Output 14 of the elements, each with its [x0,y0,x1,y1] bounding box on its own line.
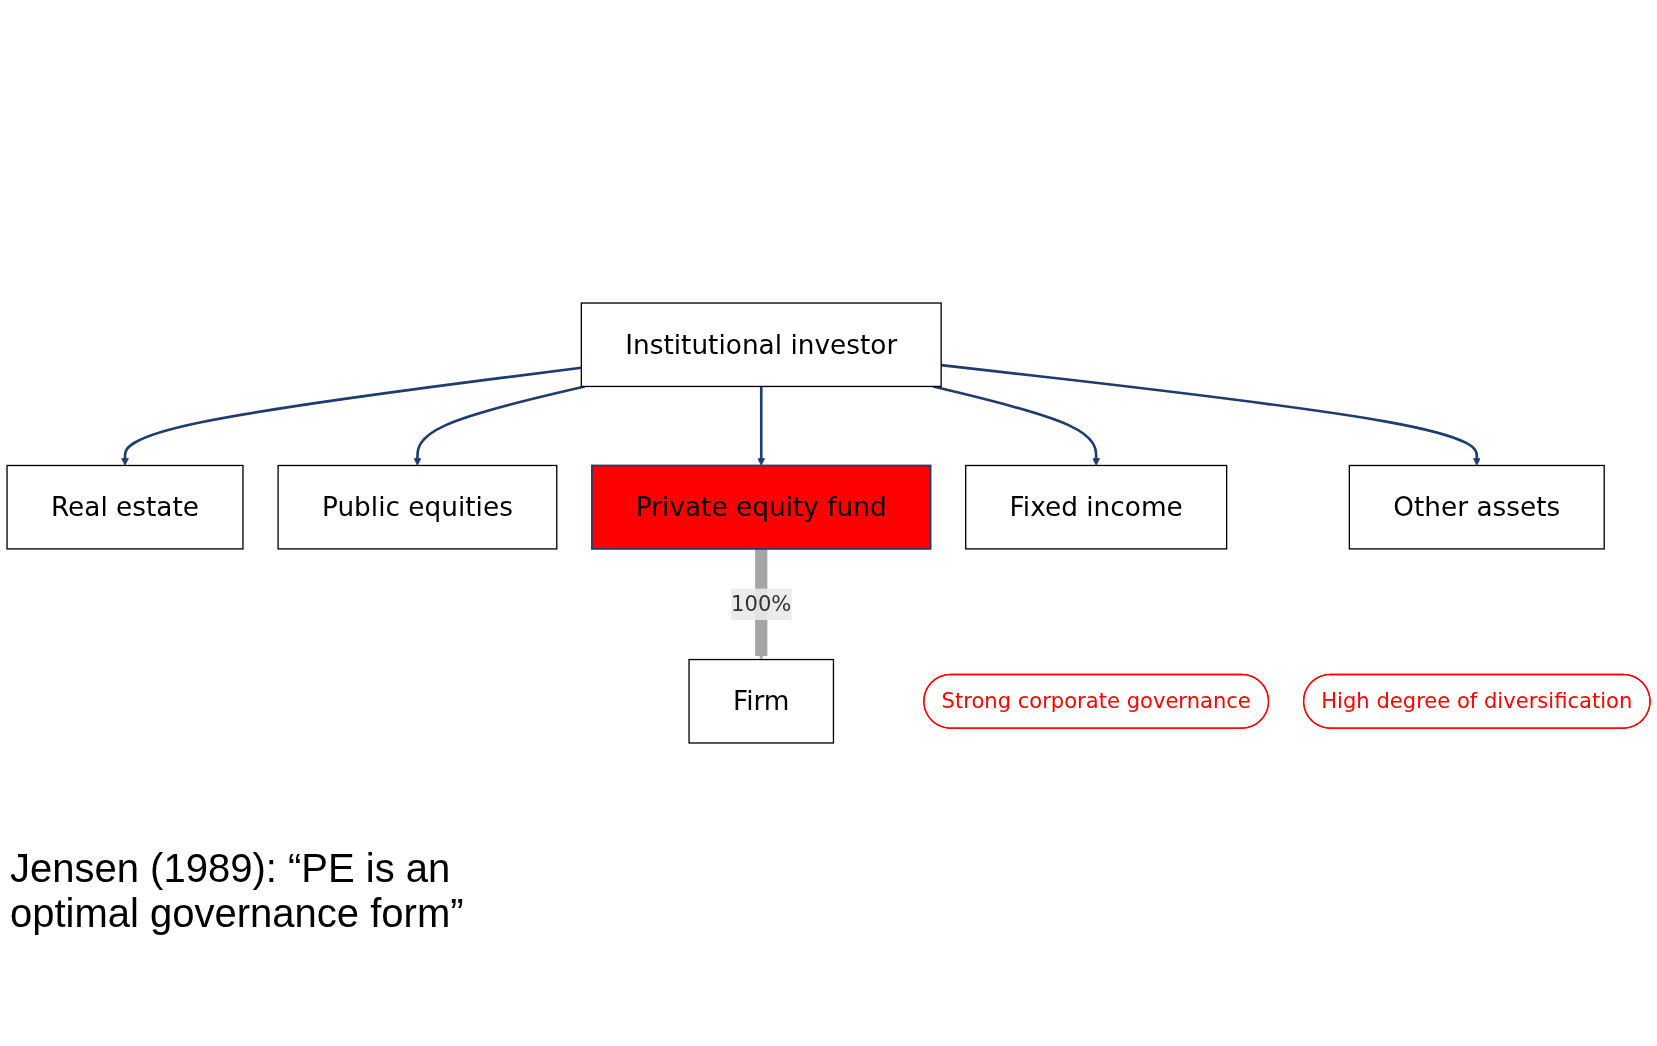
node-box: Real estate [6,464,244,550]
arrow [941,363,1481,466]
arrow [932,385,1101,466]
arrow [413,385,585,466]
edge-label: 100% [731,591,792,617]
node-box: Private equity fund [591,464,932,550]
node-box: Public equities [277,464,558,550]
node-box: Firm [688,658,835,744]
node-box: Fixed income [965,464,1228,550]
arrow [757,386,766,466]
node-box: Institutional investor [580,302,942,388]
quote-text: Jensen (1989): “PE is an optimal governance form” [10,846,465,936]
node-box: Other assets [1348,464,1605,550]
arrow [121,366,582,466]
